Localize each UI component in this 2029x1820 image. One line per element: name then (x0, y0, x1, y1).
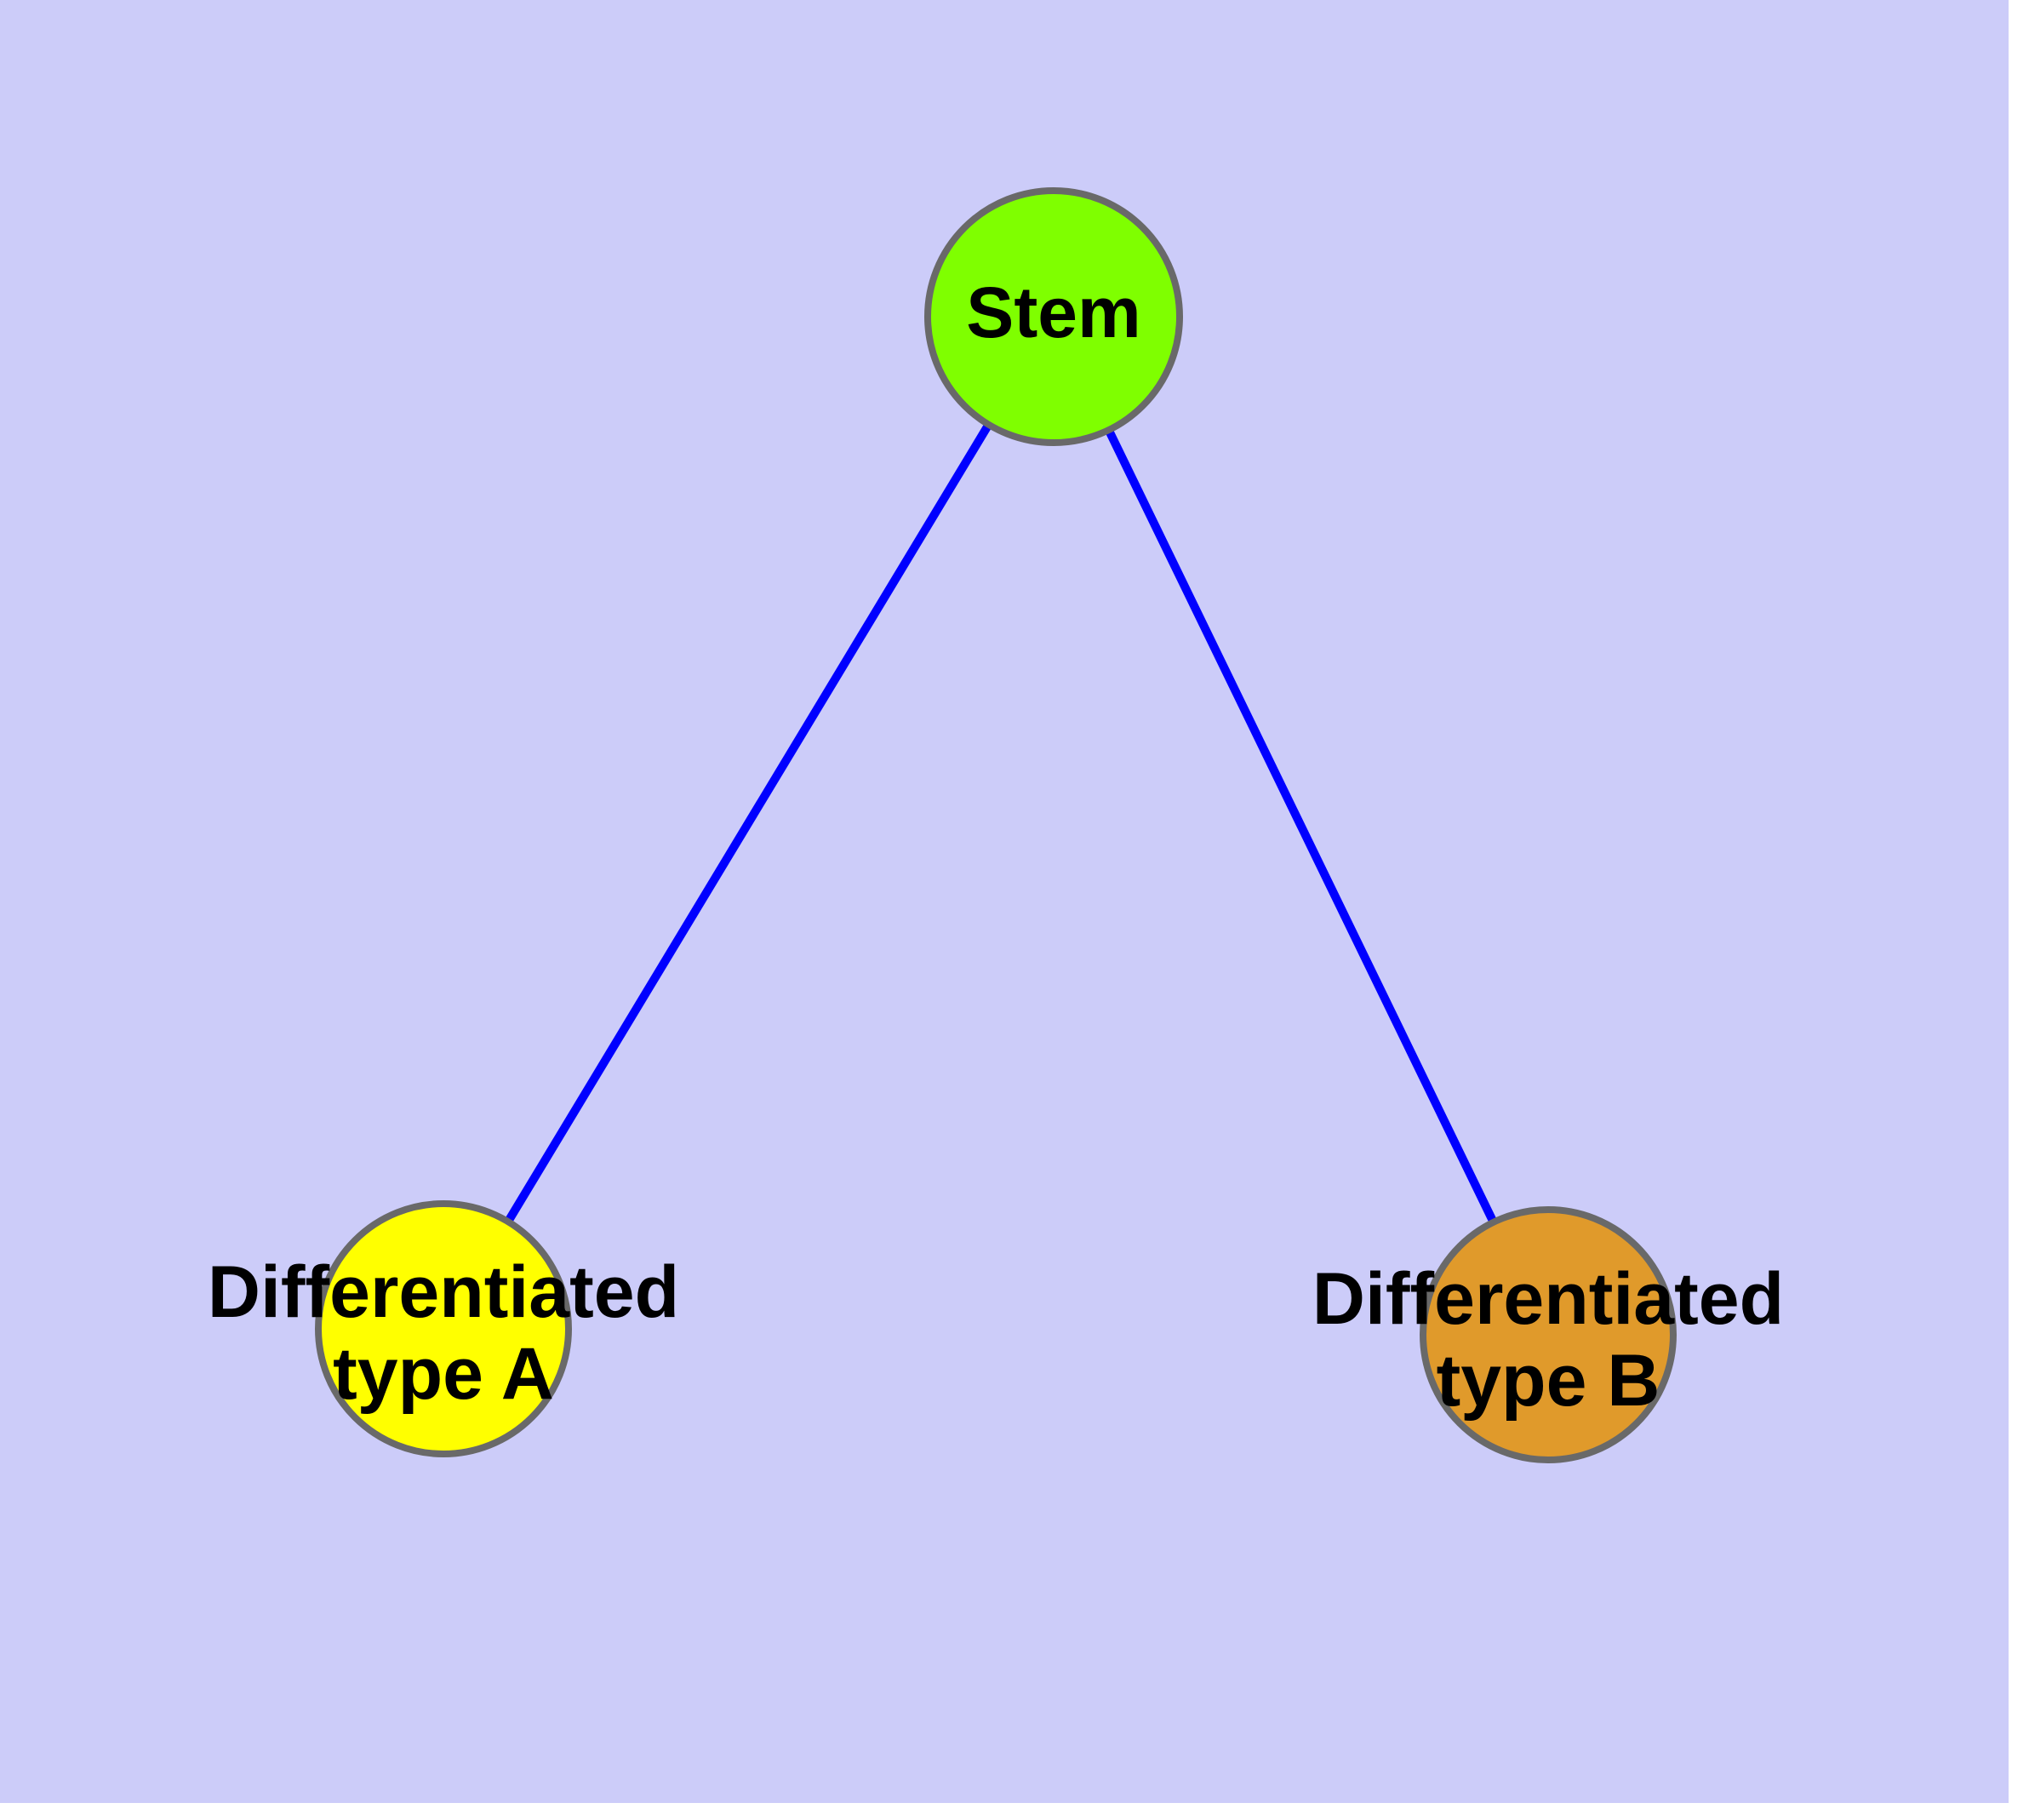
node-differentiated-type-b[interactable] (1420, 1206, 1677, 1463)
node-differentiated-type-a[interactable] (315, 1200, 572, 1457)
edge-stem-to-differentiated-type-a[interactable] (439, 314, 1058, 1331)
node-layer (315, 187, 1677, 1463)
edge-layer (439, 314, 1552, 1337)
node-stem[interactable] (924, 187, 1183, 446)
edge-stem-to-differentiated-type-b[interactable] (1049, 314, 1552, 1337)
